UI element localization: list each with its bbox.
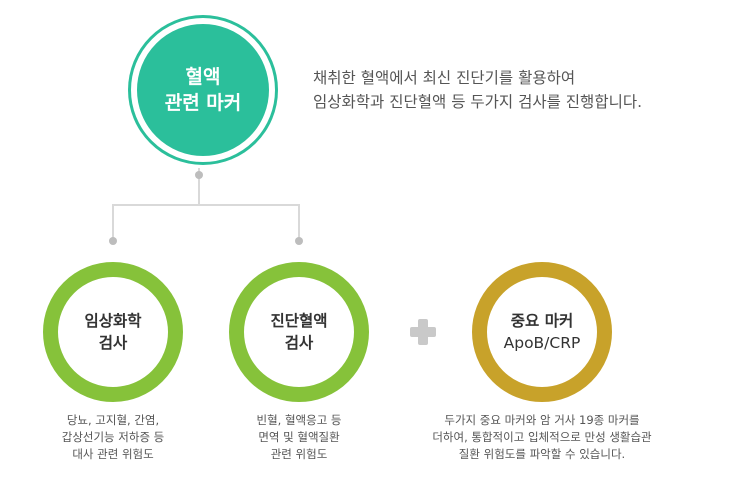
diagnostic-hematology-node: 진단혈액 검사 <box>229 262 369 402</box>
desc-line: 당뇨, 고지혈, 간염, <box>66 413 160 427</box>
desc-line: 빈혈, 혈액응고 등 <box>256 413 342 427</box>
desc-line: 질환 위험도를 파악할 수 있습니다. <box>458 447 626 461</box>
clinical-chemistry-node: 임상화학 검사 <box>43 262 183 402</box>
connector-vertical-top <box>198 168 200 205</box>
blood-marker-title-line2: 관련 마커 <box>164 92 242 114</box>
intro-text: 채취한 혈액에서 최신 진단기를 활용하여 임상화학과 진단혈액 등 두가지 검… <box>313 66 733 114</box>
clinical-chemistry-subtitle: 검사 <box>98 334 128 352</box>
connector-dot-right <box>295 237 303 245</box>
clinical-chemistry-title: 임상화학 <box>84 312 142 330</box>
connector-dot-left <box>109 237 117 245</box>
desc-line: 갑상선기능 저하증 등 <box>61 430 165 444</box>
desc-line: 더하여, 통합적이고 입체적으로 만성 생활습관 <box>432 430 652 444</box>
desc-line: 관련 위험도 <box>270 447 328 461</box>
diagnostic-hematology-subtitle: 검사 <box>284 334 314 352</box>
diagnostic-hematology-desc: 빈혈, 혈액응고 등 면역 및 혈액질환 관련 위험도 <box>199 412 399 463</box>
clinical-chemistry-desc: 당뇨, 고지혈, 간염, 갑상선기능 저하증 등 대사 관련 위험도 <box>13 412 213 463</box>
connector-right-drop <box>298 204 300 240</box>
key-marker-subtitle: ApoB/CRP <box>503 334 581 352</box>
blood-marker-title-line1: 혈액 <box>185 66 221 88</box>
intro-line2: 임상화학과 진단혈액 등 두가지 검사를 진행합니다. <box>313 93 643 111</box>
key-marker-title: 중요 마커 <box>510 312 574 330</box>
desc-line: 두가지 중요 마커와 암 거사 19종 마커를 <box>444 413 640 427</box>
key-marker-desc: 두가지 중요 마커와 암 거사 19종 마커를 더하여, 통합적이고 입체적으로… <box>412 412 672 463</box>
connector-dot-top <box>195 171 203 179</box>
desc-line: 대사 관련 위험도 <box>72 447 154 461</box>
connector-horizontal <box>112 204 300 206</box>
plus-icon <box>410 319 436 345</box>
intro-line1: 채취한 혈액에서 최신 진단기를 활용하여 <box>313 69 576 87</box>
blood-marker-node: 혈액 관련 마커 <box>131 18 275 162</box>
desc-line: 면역 및 혈액질환 <box>258 430 340 444</box>
key-marker-node: 중요 마커 ApoB/CRP <box>472 262 612 402</box>
connector-left-drop <box>112 204 114 240</box>
diagnostic-hematology-title: 진단혈액 <box>270 312 328 330</box>
